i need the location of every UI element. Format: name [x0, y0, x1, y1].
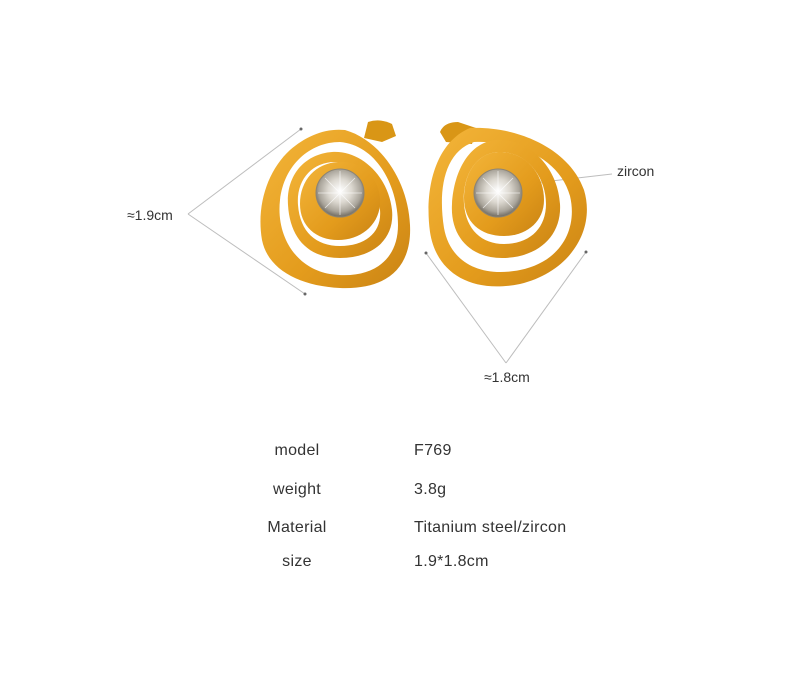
product-figure: ≈1.9cm ≈1.8cm zircon [127, 120, 654, 385]
dimension-dot [299, 127, 303, 131]
zircon-label: zircon [617, 163, 654, 179]
height-dimension-lines [187, 128, 306, 295]
right-earring-image [428, 122, 587, 287]
spec-key: Material [267, 519, 327, 536]
spec-key: model [274, 442, 320, 459]
spec-key: weight [272, 481, 322, 498]
height-dimension-label: ≈1.9cm [127, 207, 173, 223]
width-dimension-label: ≈1.8cm [484, 369, 530, 385]
spec-value: F769 [414, 442, 452, 459]
spec-row-weight: weight 3.8g [0, 481, 790, 511]
spec-value: Titanium steel/zircon [414, 519, 567, 536]
dimension-dot [303, 292, 307, 296]
width-dimension-lines [425, 251, 587, 364]
spec-key: size [282, 553, 312, 570]
dimension-dot [424, 251, 428, 255]
dimension-dot [584, 250, 588, 254]
spec-row-size: size 1.9*1.8cm [0, 553, 790, 583]
left-earring-image [260, 120, 411, 289]
spec-value: 1.9*1.8cm [414, 553, 489, 570]
spec-row-model: model F769 [0, 442, 790, 472]
spec-value: 3.8g [414, 481, 447, 498]
spec-row-material: Material Titanium steel/zircon [0, 519, 790, 549]
